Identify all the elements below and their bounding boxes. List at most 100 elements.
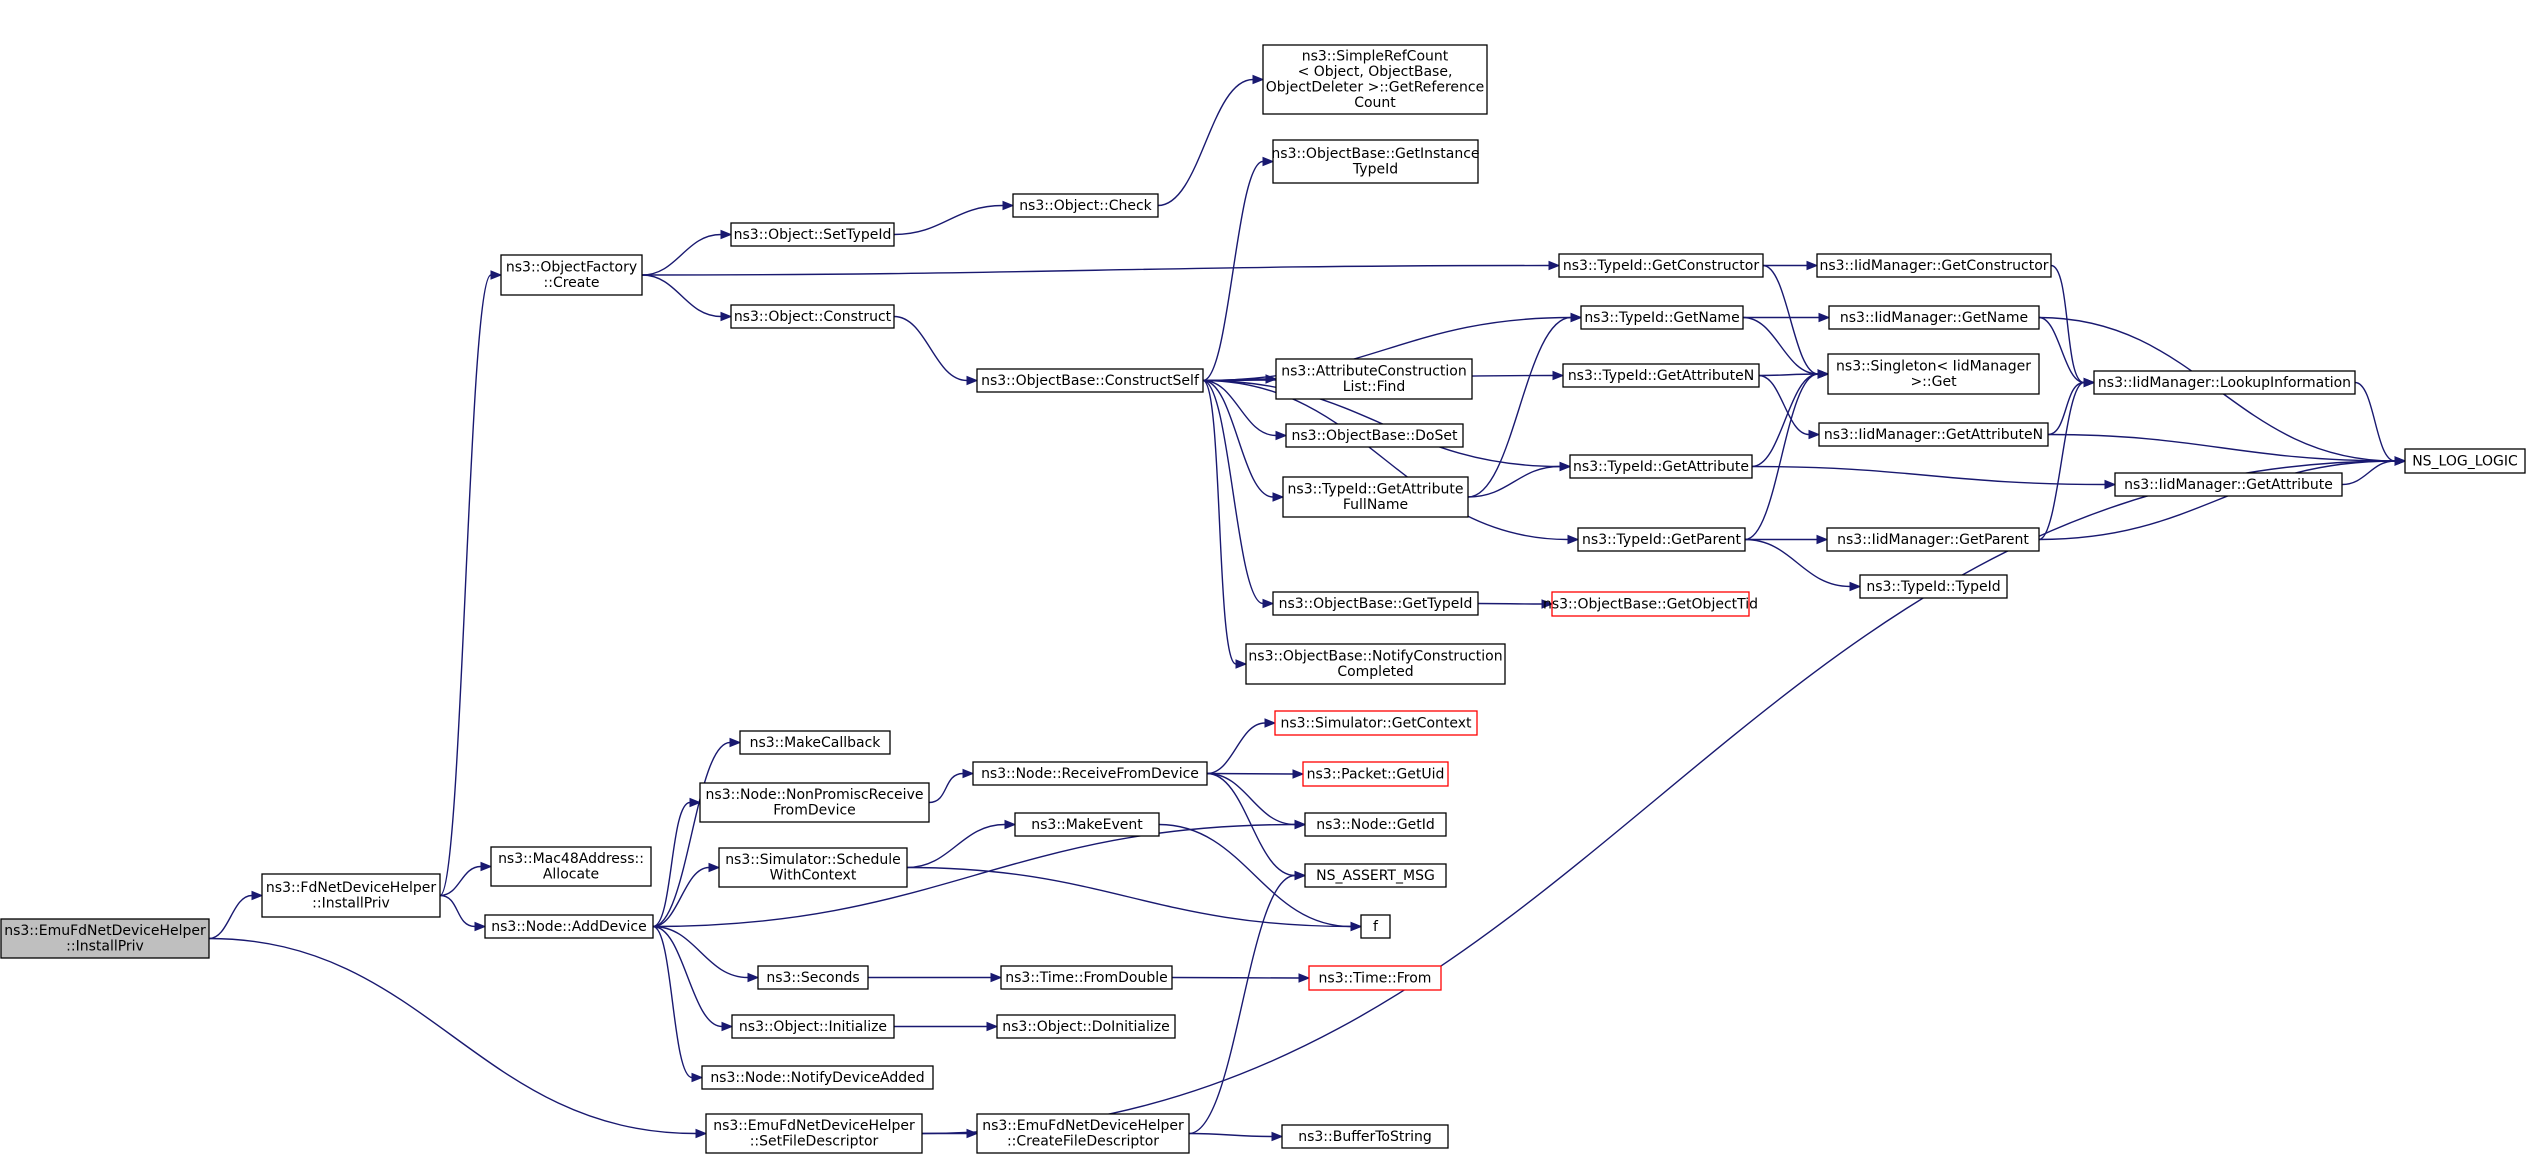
- node-label: ns3::Object::Check: [1019, 198, 1152, 214]
- edge-setFileDesc-to-createFileDesc: [922, 1128, 979, 1139]
- edge-arrowhead: [2104, 479, 2117, 490]
- node-fnF[interactable]: f: [1360, 914, 1391, 939]
- node-tidGetConstructor[interactable]: ns3::TypeId::GetConstructor: [1558, 253, 1764, 278]
- node-label: f: [1373, 919, 1379, 935]
- edge-root-to-fdinstall: [208, 890, 264, 940]
- node-fdinstall[interactable]: ns3::FdNetDeviceHelper::InstallPriv: [261, 873, 441, 918]
- edge-arrowhead: [720, 311, 733, 322]
- node-tidGetAttribute[interactable]: ns3::TypeId::GetAttribute: [1569, 454, 1753, 479]
- node-objInitialize[interactable]: ns3::Object::Initialize: [731, 1014, 895, 1039]
- edge-arrowhead: [1570, 312, 1583, 323]
- edge-line: [641, 233, 722, 276]
- edge-ofcreate-to-setTypeId: [641, 229, 733, 276]
- edge-line: [1202, 379, 1274, 498]
- edge-tidGetConstructor-to-singletonGet: [1762, 264, 1830, 379]
- edge-line: [652, 925, 693, 1079]
- edge-line: [893, 204, 1004, 236]
- edge-line: [652, 801, 691, 928]
- node-nodeAddDevice[interactable]: ns3::Node::AddDevice: [484, 914, 654, 939]
- node-root[interactable]: ns3::EmuFdNetDeviceHelper::InstallPriv: [0, 918, 210, 959]
- edge-arrowhead: [966, 375, 979, 386]
- edge-line: [652, 741, 731, 928]
- edge-arrowhead: [1252, 74, 1265, 85]
- node-iidLookup[interactable]: ns3::IidManager::LookupInformation: [2093, 370, 2356, 395]
- node-doSet[interactable]: ns3::ObjectBase::DoSet: [1285, 423, 1464, 448]
- node-objconstruct[interactable]: ns3::Object::Construct: [730, 304, 895, 329]
- node-timeFromDouble[interactable]: ns3::Time::FromDouble: [1000, 965, 1173, 990]
- node-ofcreate[interactable]: ns3::ObjectFactory::Create: [500, 254, 643, 296]
- edge-line: [2038, 460, 2396, 541]
- node-timeFrom[interactable]: ns3::Time::From: [1308, 965, 1442, 991]
- node-makeEvent[interactable]: ns3::MakeEvent: [1014, 812, 1160, 837]
- node-box: [705, 1113, 923, 1154]
- node-tidGetParent[interactable]: ns3::TypeId::GetParent: [1577, 527, 1746, 552]
- node-label: Completed: [1337, 664, 1413, 680]
- node-createFileDesc[interactable]: ns3::EmuFdNetDeviceHelper::CreateFileDes…: [976, 1113, 1190, 1154]
- node-box: [976, 368, 1204, 393]
- node-tidGetName[interactable]: ns3::TypeId::GetName: [1580, 305, 1744, 330]
- edge-tidGetConstructor-to-iidGetConstructor: [1763, 260, 1819, 271]
- node-singletonGet[interactable]: ns3::Singleton< IidManager>::Get: [1827, 353, 2040, 395]
- node-objDoInit[interactable]: ns3::Object::DoInitialize: [996, 1014, 1176, 1039]
- node-iidGetName[interactable]: ns3::IidManager::GetName: [1828, 305, 2040, 330]
- edge-constructSelf-to-getInstTid: [1202, 156, 1275, 382]
- node-nodeGetId[interactable]: ns3::Node::GetId: [1304, 812, 1447, 837]
- edge-line: [893, 315, 968, 382]
- node-box: [1580, 305, 1744, 330]
- node-iidGetParent[interactable]: ns3::IidManager::GetParent: [1826, 527, 2040, 552]
- edge-iidGetAttributeN-to-nsLogLogic: [2047, 433, 2407, 466]
- node-box: [1562, 363, 1760, 388]
- edge-nodeAddDevice-to-nonPromisc: [652, 797, 702, 928]
- node-obGetTypeId[interactable]: ns3::ObjectBase::GetTypeId: [1272, 591, 1479, 616]
- node-iidGetConstructor[interactable]: ns3::IidManager::GetConstructor: [1816, 253, 2052, 278]
- node-box: [718, 847, 908, 888]
- edge-arrowhead: [1806, 260, 1819, 271]
- node-packetGetUid[interactable]: ns3::Packet::GetUid: [1302, 761, 1449, 787]
- node-setTypeId[interactable]: ns3::Object::SetTypeId: [730, 222, 895, 247]
- node-setFileDesc[interactable]: ns3::EmuFdNetDeviceHelper::SetFileDescri…: [705, 1113, 923, 1154]
- edge-arrowhead: [1004, 819, 1017, 830]
- node-notifyDevAdded[interactable]: ns3::Node::NotifyDeviceAdded: [701, 1065, 934, 1090]
- node-nsLogLogic[interactable]: NS_LOG_LOGIC: [2404, 448, 2526, 474]
- node-tidGetAttributeN[interactable]: ns3::TypeId::GetAttributeN: [1562, 363, 1760, 388]
- edge-objcheck-to-simpleref: [1157, 74, 1265, 207]
- node-obGetObjectTid[interactable]: ns3::ObjectBase::GetObjectTid: [1543, 591, 1758, 617]
- node-simpleref[interactable]: ns3::SimpleRefCount< Object, ObjectBase,…: [1262, 44, 1488, 115]
- node-iidGetAttribute[interactable]: ns3::IidManager::GetAttribute: [2114, 472, 2343, 497]
- node-label: ns3::Mac48Address::: [498, 851, 644, 867]
- node-iidGetAttributeN[interactable]: ns3::IidManager::GetAttributeN: [1818, 422, 2049, 447]
- node-label: ns3::IidManager::GetAttribute: [2124, 477, 2333, 493]
- node-seconds[interactable]: ns3::Seconds: [757, 965, 869, 990]
- node-box: [699, 782, 930, 823]
- node-objcheck[interactable]: ns3::Object::Check: [1012, 193, 1159, 218]
- node-nsAssertMsg[interactable]: NS_ASSERT_MSG: [1304, 863, 1447, 888]
- edge-iidGetParent-to-iidLookup: [2038, 377, 2096, 541]
- node-tidTypeId[interactable]: ns3::TypeId::TypeId: [1859, 574, 2008, 599]
- node-bufferToString[interactable]: ns3::BufferToString: [1281, 1124, 1449, 1149]
- node-label: ns3::IidManager::GetName: [1840, 310, 2028, 326]
- node-receiveFromDev[interactable]: ns3::Node::ReceiveFromDevice: [972, 761, 1208, 786]
- node-box: [701, 1065, 934, 1090]
- node-label: ns3::TypeId::GetName: [1584, 310, 1739, 326]
- node-label: ns3::SimpleRefCount: [1302, 49, 1449, 65]
- edge-arrowhead: [1262, 156, 1275, 167]
- node-simGetContext[interactable]: ns3::Simulator::GetContext: [1274, 710, 1478, 736]
- node-makeCallback[interactable]: ns3::MakeCallback: [739, 730, 891, 755]
- node-label: ns3::Simulator::Schedule: [725, 852, 901, 868]
- edge-arrowhead: [2394, 456, 2407, 466]
- node-box: [996, 1014, 1176, 1039]
- node-label: ns3::TypeId::GetParent: [1582, 532, 1741, 548]
- node-notifyConst[interactable]: ns3::ObjectBase::NotifyConstructionCompl…: [1245, 643, 1506, 685]
- node-label: WithContext: [770, 868, 857, 884]
- node-constructSelf[interactable]: ns3::ObjectBase::ConstructSelf: [976, 368, 1204, 393]
- node-box: [1360, 914, 1391, 939]
- edge-arrowhead: [1235, 659, 1248, 669]
- node-mac48Alloc[interactable]: ns3::Mac48Address::Allocate: [490, 846, 652, 887]
- node-box: [1012, 193, 1159, 218]
- node-label: ::Create: [544, 275, 600, 291]
